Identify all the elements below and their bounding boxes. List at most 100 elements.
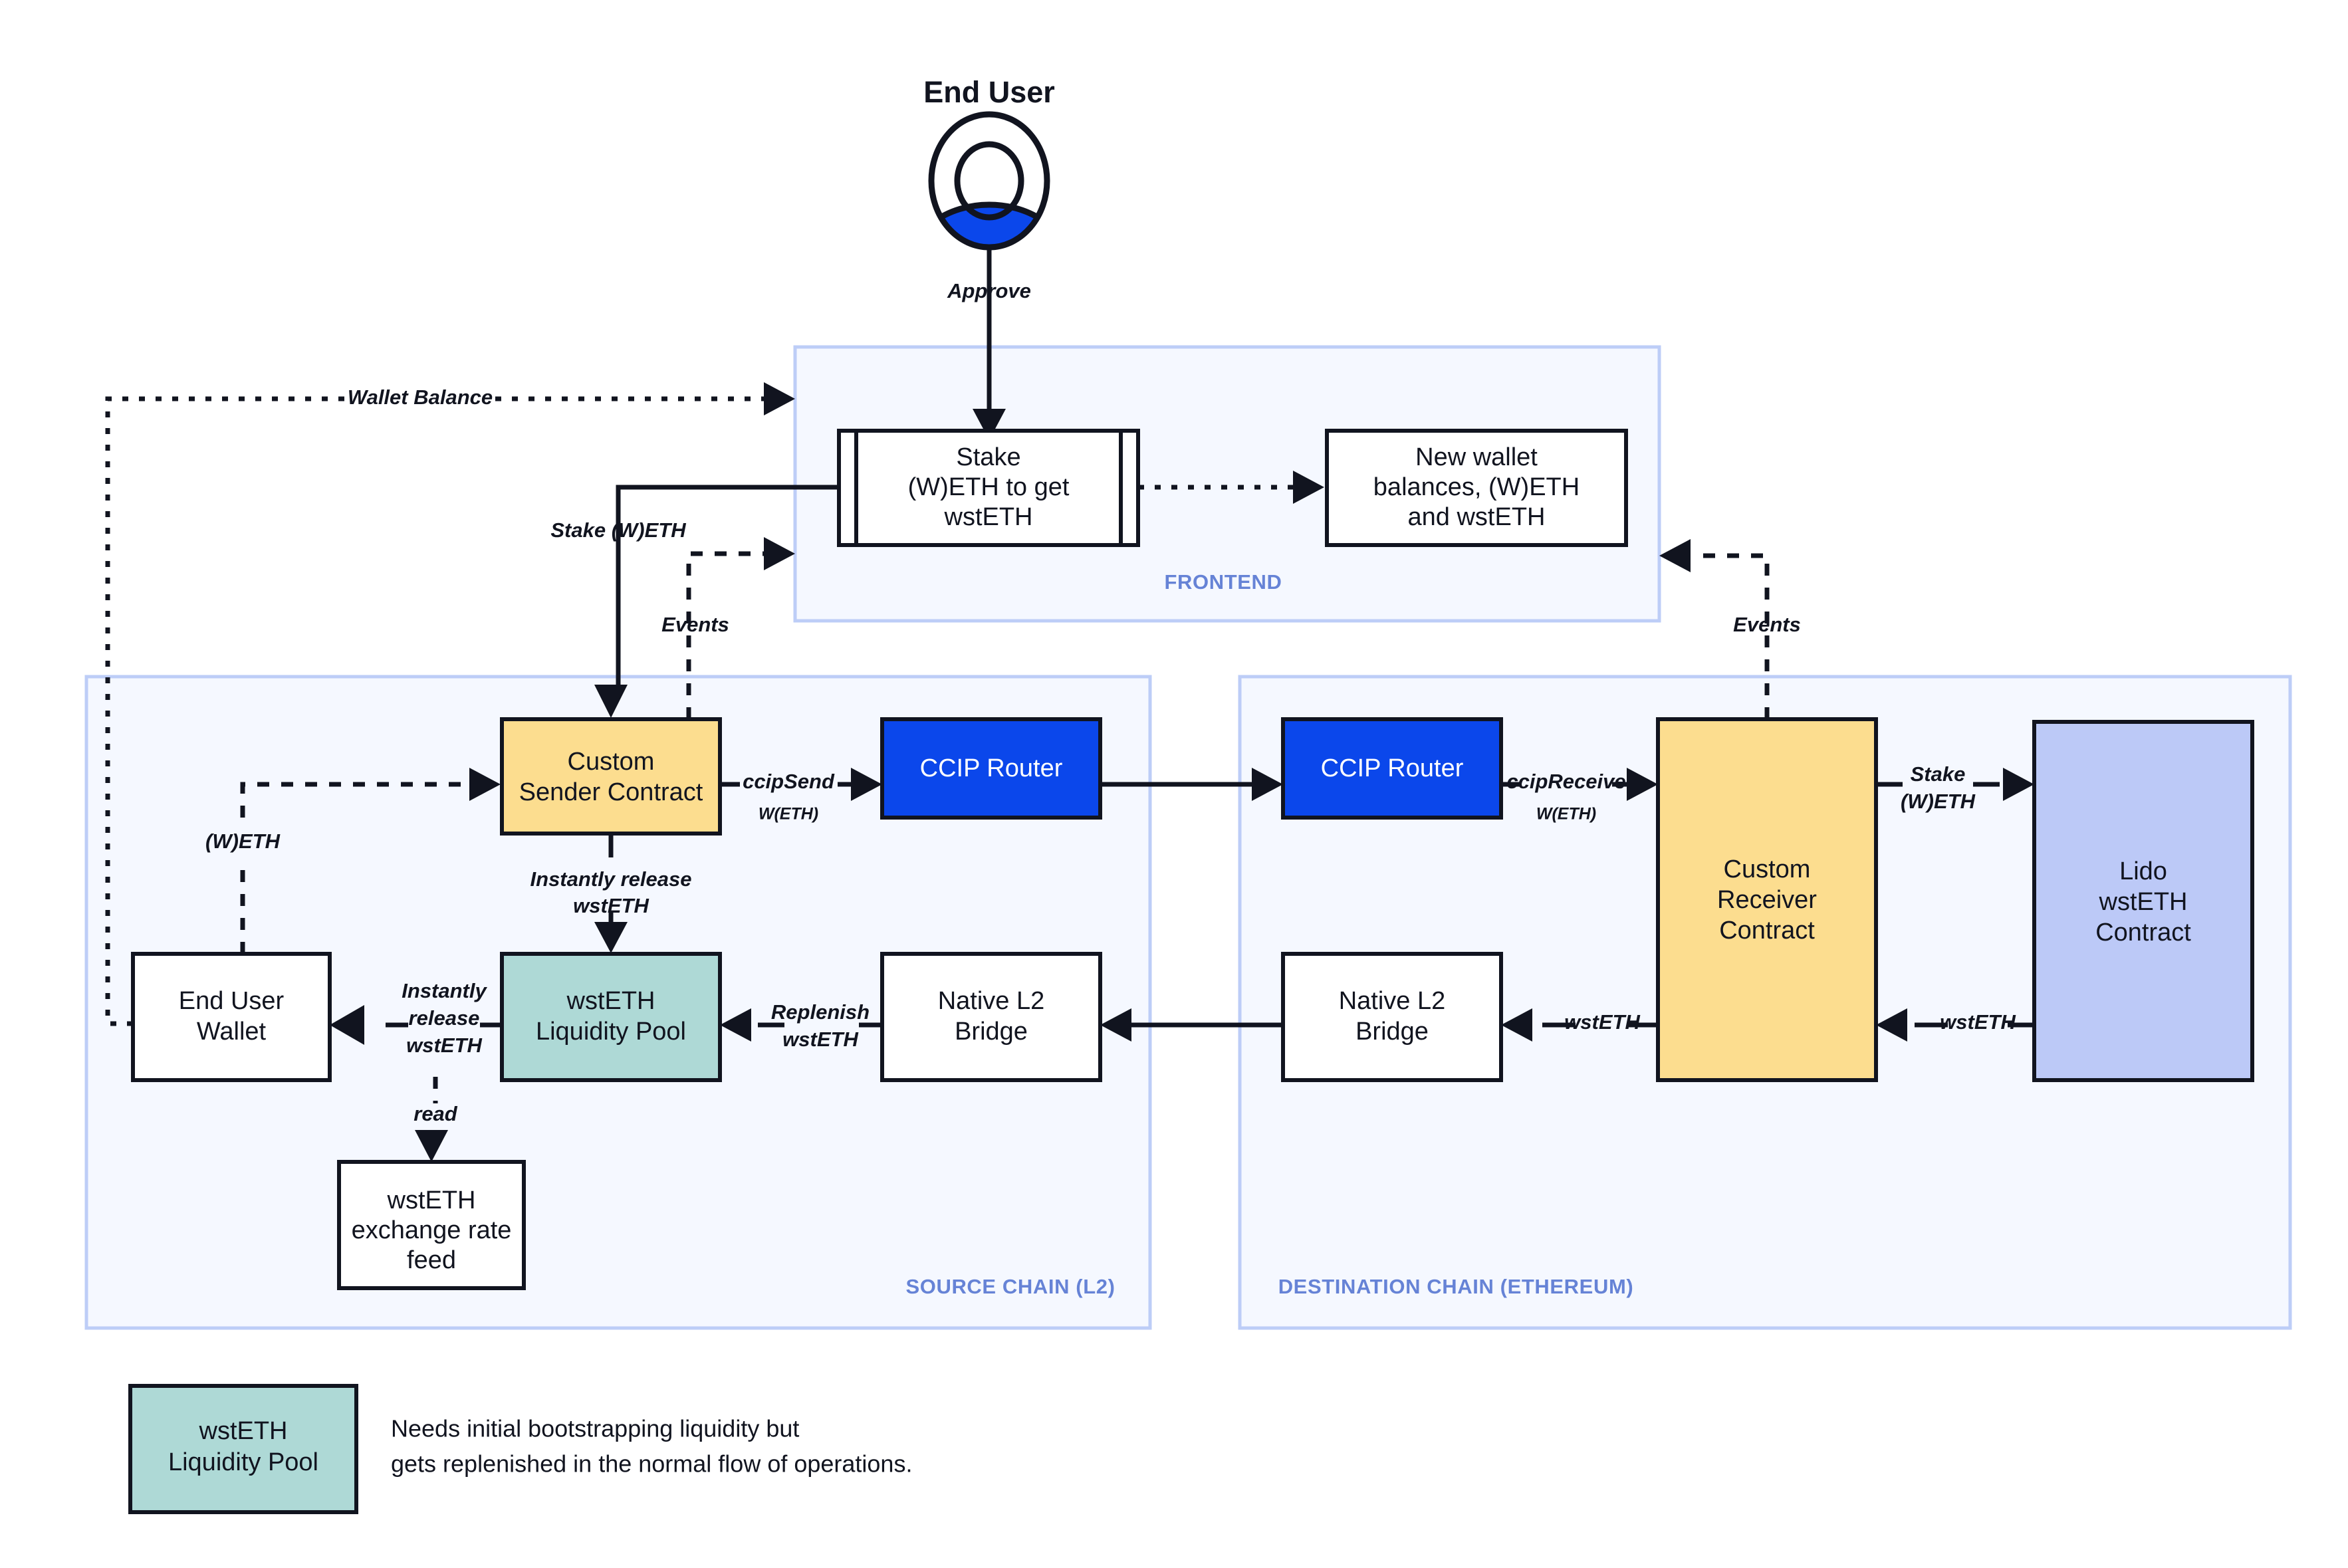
arrow-stake-weth-dest <box>2003 768 2034 801</box>
arrow-wsteth-lido <box>1876 1008 1907 1042</box>
destination-chain-container-label: DESTINATION CHAIN (ETHEREUM) <box>1278 1275 1634 1298</box>
node-native-bridge-dest[interactable]: Native L2 Bridge <box>1281 952 1503 1082</box>
edge-label-stake-dest-2: (W)ETH <box>1901 790 1976 813</box>
node-new-balances[interactable]: New wallet balances, (W)ETH and wstETH <box>1325 429 1628 547</box>
node-custom-receiver-contract[interactable]: Custom Receiver Contract <box>1656 717 1878 1082</box>
native-bridge-source-line2: Bridge <box>955 1018 1028 1046</box>
edge-label-instantly-release-2: wstETH <box>573 894 649 917</box>
lido-line1: Lido <box>2119 857 2167 885</box>
end-user-wallet-line2: Wallet <box>197 1018 267 1046</box>
native-bridge-source-line1: Native L2 <box>938 987 1045 1015</box>
stake-form-line2: (W)ETH to get <box>908 473 1070 501</box>
edge-approve: Approve <box>947 246 1031 440</box>
ccip-router-dest-label: CCIP Router <box>1321 754 1464 782</box>
arrow-wsteth-receiver <box>1501 1008 1532 1042</box>
rate-feed-line2: exchange rate <box>352 1216 512 1244</box>
rate-feed-line3: feed <box>407 1246 456 1274</box>
edge-label-ccip-receive-sub: W(ETH) <box>1536 805 1596 824</box>
edge-instantly-release-pool: Instantly release wstETH <box>530 834 692 953</box>
edge-label-release-wallet-2: release <box>409 1006 480 1030</box>
stake-form-line3: wstETH <box>944 503 1033 531</box>
arrow-wallet-balance <box>764 382 795 415</box>
source-chain-container-label: SOURCE CHAIN (L2) <box>905 1275 1115 1298</box>
native-bridge-dest-line2: Bridge <box>1355 1018 1429 1046</box>
node-ccip-router-source[interactable]: CCIP Router <box>880 717 1102 820</box>
arrow-approve <box>973 409 1006 440</box>
edge-label-wallet-balance: Wallet Balance <box>348 386 493 409</box>
wsteth-pool-line2: Liquidity Pool <box>536 1018 686 1046</box>
legend-swatch <box>128 1384 358 1514</box>
legend-note-line1: Needs initial bootstrapping liquidity bu… <box>391 1415 799 1442</box>
edge-label-ccip-receive: ccipReceive <box>1506 770 1625 793</box>
lido-line3: Contract <box>2095 919 2191 947</box>
edge-label-stake-dest-1: Stake <box>1911 762 1966 786</box>
arrow-events-dest <box>1659 539 1691 572</box>
edge-label-wsteth-lido: wstETH <box>1940 1010 2016 1034</box>
legend: wstETH Liquidity Pool Needs initial boot… <box>128 1384 912 1514</box>
edge-ccip-send: ccipSend W(ETH) <box>720 768 882 824</box>
arrow-stake-weth <box>594 685 628 718</box>
node-native-bridge-source[interactable]: Native L2 Bridge <box>880 952 1102 1082</box>
custom-receiver-line1: Custom <box>1724 855 1811 883</box>
custom-sender-line1: Custom <box>568 748 655 776</box>
edge-label-instantly-release-1: Instantly release <box>530 867 692 891</box>
ccip-router-source-label: CCIP Router <box>920 754 1063 782</box>
edge-read-rate-feed: read <box>413 1077 458 1162</box>
edge-label-weth: (W)ETH <box>205 830 281 853</box>
edge-ccip-receive: ccipReceive W(ETH) <box>1501 768 1658 824</box>
node-lido-contract[interactable]: Lido wstETH Contract <box>2032 720 2254 1082</box>
new-balances-line2: balances, (W)ETH <box>1373 473 1580 501</box>
lido-line2: wstETH <box>2099 888 2188 916</box>
node-custom-sender-contract[interactable]: Custom Sender Contract <box>500 717 722 836</box>
node-stake-form[interactable]: Stake (W)ETH to get wstETH <box>837 429 1140 547</box>
edge-stake-to-balances <box>1138 471 1324 504</box>
edge-label-stake-weth: Stake (W)ETH <box>550 518 686 542</box>
custom-sender-line2: Sender Contract <box>519 778 703 806</box>
edge-label-approve: Approve <box>947 279 1031 302</box>
edge-stake-weth-dest: Stake (W)ETH <box>1876 762 2034 813</box>
frontend-container-label: FRONTEND <box>1164 570 1282 594</box>
edge-bridge-dest-to-source <box>1100 1008 1283 1042</box>
rate-feed-line1: wstETH <box>387 1186 476 1214</box>
edge-label-release-wallet-3: wstETH <box>406 1034 482 1057</box>
arrow-read <box>415 1130 448 1162</box>
edge-wsteth-lido-to-receiver: wstETH <box>1876 1008 2034 1042</box>
legend-swatch-line2: Liquidity Pool <box>168 1448 318 1476</box>
edge-weth-to-sender: (W)ETH <box>205 768 501 954</box>
edge-wsteth-receiver-to-bridge: wstETH <box>1501 1008 1658 1042</box>
arrow-instantly-release-pool <box>594 922 628 953</box>
arrow-events-source <box>764 537 795 570</box>
node-end-user-wallet[interactable]: End User Wallet <box>131 952 332 1082</box>
new-balances-line3: and wstETH <box>1408 503 1546 531</box>
arrow-ccip-receive <box>1627 768 1658 801</box>
stake-form-line1: Stake <box>956 443 1020 471</box>
edge-events-source: Events <box>661 537 795 719</box>
arrow-ccip-crosschain <box>1252 768 1283 801</box>
node-rate-feed[interactable]: wstETH exchange rate feed <box>337 1160 526 1290</box>
edge-events-dest: Events <box>1659 539 1801 719</box>
edge-label-ccip-send-sub: W(ETH) <box>759 805 818 824</box>
arrow-weth-to-sender <box>469 768 501 801</box>
edge-label-read: read <box>413 1102 458 1125</box>
end-user-wallet-line1: End User <box>179 987 285 1015</box>
legend-swatch-line1: wstETH <box>199 1417 288 1445</box>
arrow-stake-to-balances <box>1293 471 1324 504</box>
edge-ccip-crosschain <box>1100 768 1283 801</box>
end-user-title: End User <box>923 75 1055 109</box>
edge-label-ccip-send: ccipSend <box>743 770 835 793</box>
edge-label-replenish-1: Replenish <box>771 1000 870 1024</box>
node-wsteth-liquidity-pool[interactable]: wstETH Liquidity Pool <box>500 952 722 1082</box>
native-bridge-dest-line1: Native L2 <box>1339 987 1446 1015</box>
node-ccip-router-dest[interactable]: CCIP Router <box>1281 717 1503 820</box>
edge-label-events-dest: Events <box>1733 613 1801 636</box>
wsteth-pool-line1: wstETH <box>566 987 655 1015</box>
arrow-replenish <box>720 1008 751 1042</box>
arrow-instantly-release-wallet <box>330 1005 364 1045</box>
edge-replenish-wsteth: Replenish wstETH <box>720 1000 882 1051</box>
legend-note-line2: gets replenished in the normal flow of o… <box>391 1450 912 1478</box>
custom-receiver-line3: Contract <box>1719 917 1815 945</box>
new-balances-line1: New wallet <box>1415 443 1538 471</box>
edge-label-replenish-2: wstETH <box>782 1028 858 1051</box>
